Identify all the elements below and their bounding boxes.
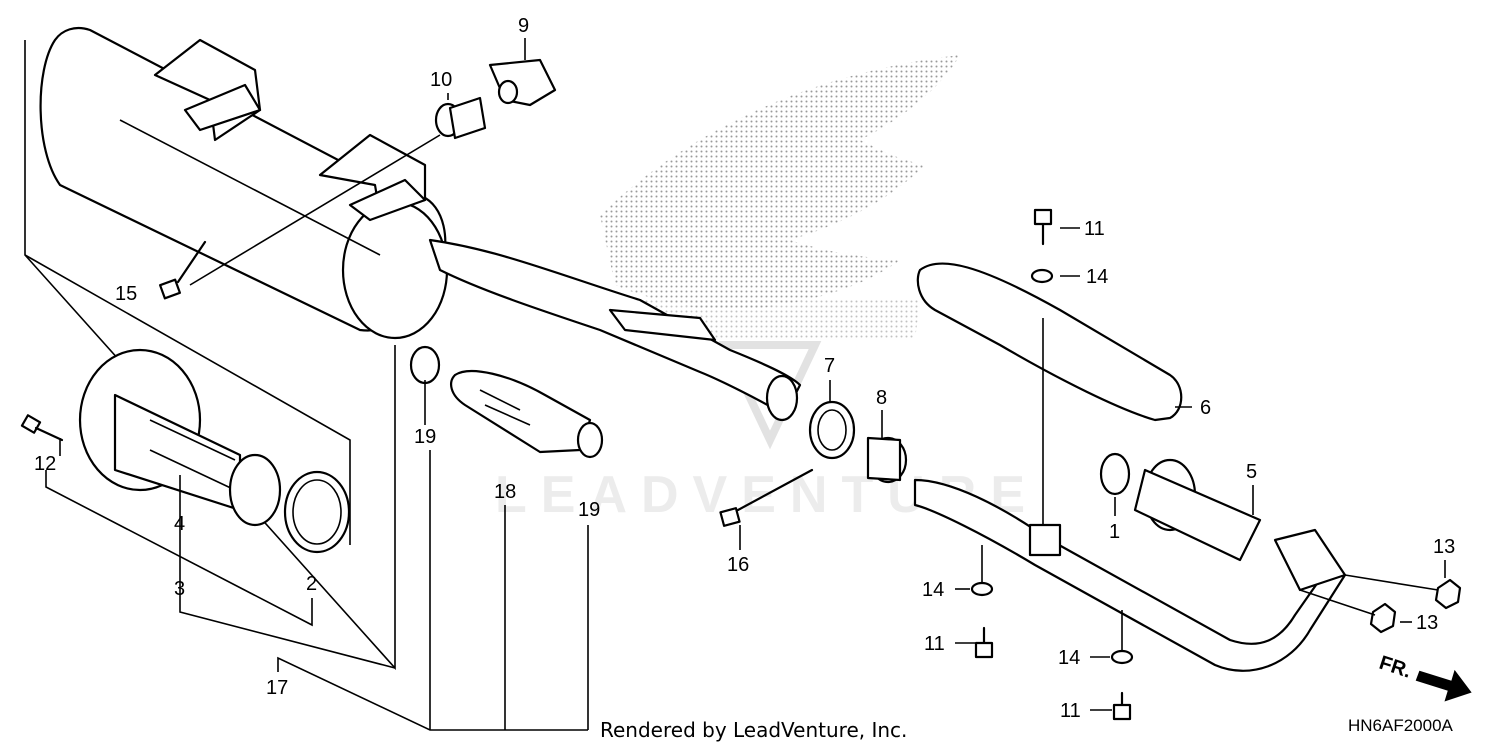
callout-15: 15 xyxy=(115,283,137,305)
washer-14c xyxy=(1110,649,1134,665)
callout-12: 12 xyxy=(34,453,56,475)
washer-14a xyxy=(1030,268,1054,284)
render-credit: Rendered by LeadVenture, Inc. xyxy=(600,718,908,742)
callout-19a: 19 xyxy=(414,426,436,448)
heat-protector-18 xyxy=(450,370,592,454)
callout-16: 16 xyxy=(727,554,749,576)
callout-7: 7 xyxy=(824,355,835,377)
diagram-code: HN6AF2000A xyxy=(1348,716,1453,735)
bolt-12 xyxy=(20,414,64,442)
callout-9: 9 xyxy=(518,15,529,37)
callout-1: 1 xyxy=(1109,521,1120,543)
bolt-11c xyxy=(1112,691,1132,721)
callout-14a: 14 xyxy=(1086,266,1108,288)
callout-8: 8 xyxy=(876,387,887,409)
rubber-mount-10 xyxy=(434,96,487,140)
brand-wing-logo xyxy=(600,55,960,340)
callout-11c: 11 xyxy=(1060,700,1081,722)
flange-nut-13a xyxy=(1434,578,1462,610)
bolt-11b xyxy=(974,626,994,659)
flange-nut-13b xyxy=(1369,602,1397,634)
callout-19b: 19 xyxy=(578,499,600,521)
callout-2: 2 xyxy=(306,573,317,595)
bolt-16 xyxy=(719,468,814,527)
gasket-ring-2 xyxy=(283,470,351,554)
mount-collar-9 xyxy=(488,58,557,107)
callout-14b: 14 xyxy=(922,579,944,601)
joint-clamp-7 xyxy=(808,400,856,460)
callout-17: 17 xyxy=(266,677,288,699)
callout-11a: 11 xyxy=(1084,218,1105,240)
gasket-sleeve-8 xyxy=(866,436,908,484)
spark-arrester-part xyxy=(78,348,282,527)
front-arrow-icon xyxy=(1415,669,1472,702)
callout-18: 18 xyxy=(494,481,516,503)
muffler-body xyxy=(39,26,802,422)
bolt-11a xyxy=(1033,208,1053,246)
front-direction-indicator: FR. xyxy=(1376,652,1472,702)
front-label: FR. xyxy=(1376,652,1413,683)
callout-13a: 13 xyxy=(1433,536,1455,558)
band-clamp-19a xyxy=(409,345,441,385)
callout-3: 3 xyxy=(174,578,185,600)
callout-10: 10 xyxy=(430,69,452,91)
bolt-15 xyxy=(158,240,207,300)
leader-lines xyxy=(45,38,1446,731)
callout-14c: 14 xyxy=(1058,647,1080,669)
callout-4: 4 xyxy=(174,513,185,535)
callout-labels: 1 2 3 4 5 6 7 8 9 10 11 11 11 12 13 13 1… xyxy=(34,15,1455,722)
exhaust-pipe-5 xyxy=(913,458,1347,672)
band-clamp-19b xyxy=(576,421,604,459)
callout-6: 6 xyxy=(1200,397,1211,419)
gasket-ring-1 xyxy=(1099,452,1131,496)
washer-14b xyxy=(970,581,994,597)
callout-5: 5 xyxy=(1246,461,1257,483)
pipe-protector-6 xyxy=(916,262,1183,422)
callout-11b: 11 xyxy=(924,633,945,655)
callout-13b: 13 xyxy=(1416,612,1438,634)
